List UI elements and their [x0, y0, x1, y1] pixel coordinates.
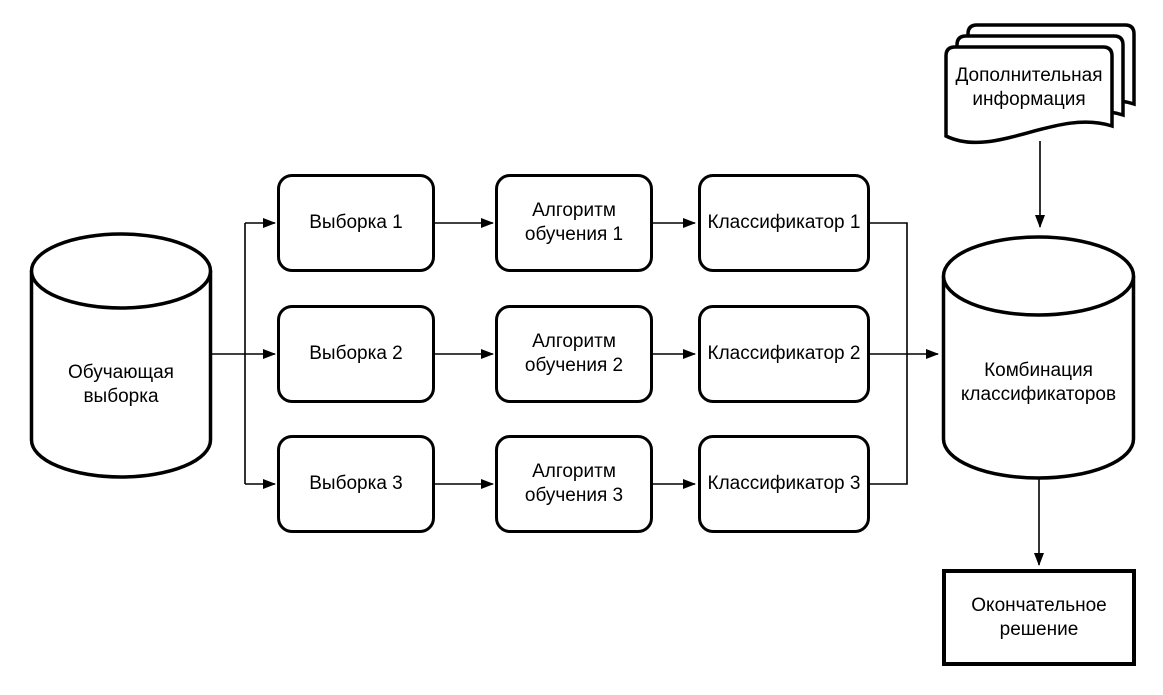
classifier-2-text: Классификатор 2: [707, 343, 861, 364]
training-set-cylinder: [29, 232, 213, 479]
sample-1-text: Выборка 1: [309, 212, 403, 233]
algorithm-2-text: Алгоритм обучения 2: [524, 331, 624, 376]
node-sample-1: Выборка 1: [277, 174, 435, 272]
document-sheet-front: [944, 45, 1114, 145]
node-classifier-1: Классификатор 1: [698, 174, 870, 272]
extra-info-documents: [944, 23, 1136, 145]
node-algorithm-3: Алгоритм обучения 3: [495, 435, 653, 533]
node-final-decision: Окончательное решение: [942, 569, 1136, 666]
node-sample-2: Выборка 2: [277, 305, 435, 403]
algorithm-1-text: Алгоритм обучения 1: [524, 200, 624, 245]
node-classifier-2: Классификатор 2: [698, 305, 870, 403]
final-decision-text: Окончательное решение: [971, 594, 1107, 640]
combiner-cylinder: [941, 235, 1136, 480]
classifier-1-text: Классификатор 1: [707, 212, 861, 233]
sample-2-text: Выборка 2: [309, 343, 403, 364]
sample-3-text: Выборка 3: [309, 473, 403, 494]
node-sample-3: Выборка 3: [277, 435, 435, 533]
node-algorithm-2: Алгоритм обучения 2: [495, 305, 653, 403]
node-classifier-3: Классификатор 3: [698, 435, 870, 533]
algorithm-3-text: Алгоритм обучения 3: [524, 461, 624, 506]
classifier-3-text: Классификатор 3: [707, 473, 861, 494]
node-algorithm-1: Алгоритм обучения 1: [495, 174, 653, 272]
